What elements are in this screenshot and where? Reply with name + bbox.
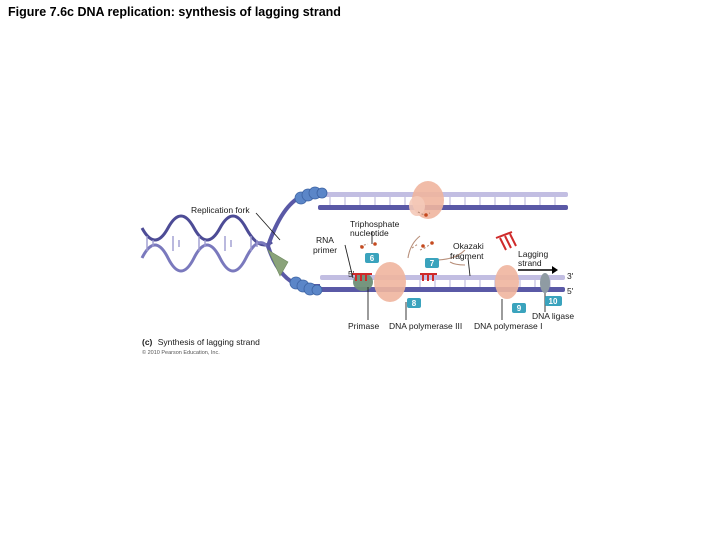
upper-strand-pair	[266, 181, 568, 247]
free-okazaki-piece	[495, 231, 517, 251]
copyright-text: © 2010 Pearson Education, Inc.	[142, 349, 220, 356]
lagging-strand-label-line1: Lagging	[518, 249, 549, 259]
svg-text:10: 10	[549, 297, 558, 306]
rna-primer-label-line2: primer	[313, 245, 337, 255]
svg-text:8: 8	[412, 299, 417, 308]
dna-polymerase-iii-label: DNA polymerase III	[389, 321, 462, 331]
rna-primer-label-line1: RNA	[316, 235, 334, 245]
caption-text: Synthesis of lagging strand	[158, 337, 260, 347]
caption: (c) Synthesis of lagging strand	[142, 337, 260, 347]
dna-ligase-label: DNA ligase	[532, 311, 574, 321]
caption-letter: (c)	[142, 337, 153, 347]
svg-text:7: 7	[430, 259, 435, 268]
leader-lines	[255, 212, 546, 320]
primase-label: Primase	[348, 321, 379, 331]
svg-text:6: 6	[370, 254, 375, 263]
okazaki-label-line2: fragment	[450, 251, 484, 261]
step-badge-7: 7	[425, 258, 439, 268]
step-badge-6: 6	[365, 253, 379, 263]
five-prime-right-label: 5'	[567, 286, 574, 296]
figure-title: Figure 7.6c DNA replication: synthesis o…	[8, 5, 341, 19]
triphosphate-label-line1: Triphosphate	[350, 219, 400, 229]
replication-fork-label: Replication fork	[191, 205, 250, 215]
svg-text:9: 9	[517, 304, 522, 313]
parental-dna-helix	[140, 214, 273, 273]
step-badge-10: 10	[545, 296, 562, 306]
step-badge-9: 9	[512, 303, 526, 313]
lower-strand-pair	[266, 245, 565, 302]
lagging-strand-label-line2: strand	[518, 258, 542, 268]
dna-polymerase-i-label: DNA polymerase I	[474, 321, 543, 331]
five-prime-left-label: 5'	[348, 269, 355, 279]
okazaki-label-line1: Okazaki	[453, 241, 484, 251]
three-prime-right-label: 3'	[567, 271, 574, 281]
step-badges: 6 7 8 9 10	[365, 253, 562, 313]
step-badge-8: 8	[407, 298, 421, 308]
triphosphate-label-line2: nucleotide	[350, 228, 389, 238]
